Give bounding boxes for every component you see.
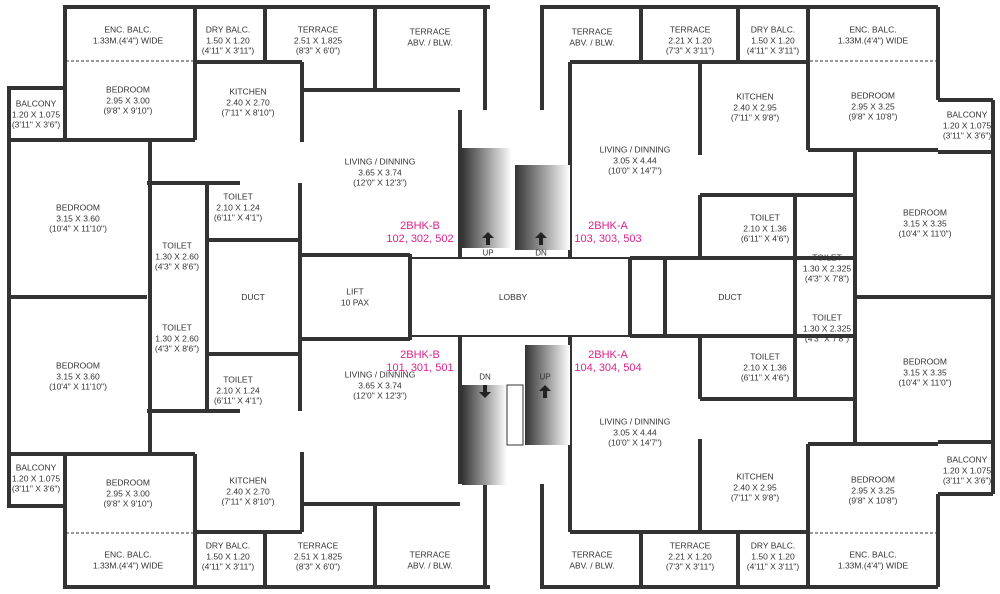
- room-enc-balcony: ENC. BALC.1.33M.(4'4") WIDE: [837, 24, 909, 46]
- stair-up-label: UP: [482, 248, 494, 258]
- room-dry-balcony: DRY BALC.1.50 X 1.20(4'11" X 3'11"): [746, 540, 800, 572]
- room-enc-balcony: ENC. BALC.1.33M.(4'4") WIDE: [92, 24, 164, 46]
- staircase-down: [462, 345, 570, 485]
- room-duct: DUCT: [718, 291, 742, 302]
- stair-up-label: UP: [539, 372, 551, 382]
- room-dry-balcony: DRY BALC.1.50 X 1.20(4'11" X 3'11"): [201, 24, 255, 56]
- staircase-up: [462, 148, 570, 250]
- stair-down-label: DN: [479, 372, 491, 382]
- room-dry-balcony: DRY BALC.1.50 X 1.20(4'11" X 3'11"): [746, 24, 800, 56]
- room-lobby: LOBBY: [498, 291, 528, 302]
- room-dry-balcony: DRY BALC.1.50 X 1.20(4'11" X 3'11"): [201, 540, 255, 572]
- room-enc-balcony: ENC. BALC.1.33M.(4'4") WIDE: [92, 549, 164, 571]
- room-enc-balcony: ENC. BALC.1.33M.(4'4") WIDE: [837, 549, 909, 571]
- stair-down-label: DN: [535, 248, 547, 258]
- arrow-icons: [479, 232, 551, 398]
- room-duct: DUCT: [241, 291, 265, 302]
